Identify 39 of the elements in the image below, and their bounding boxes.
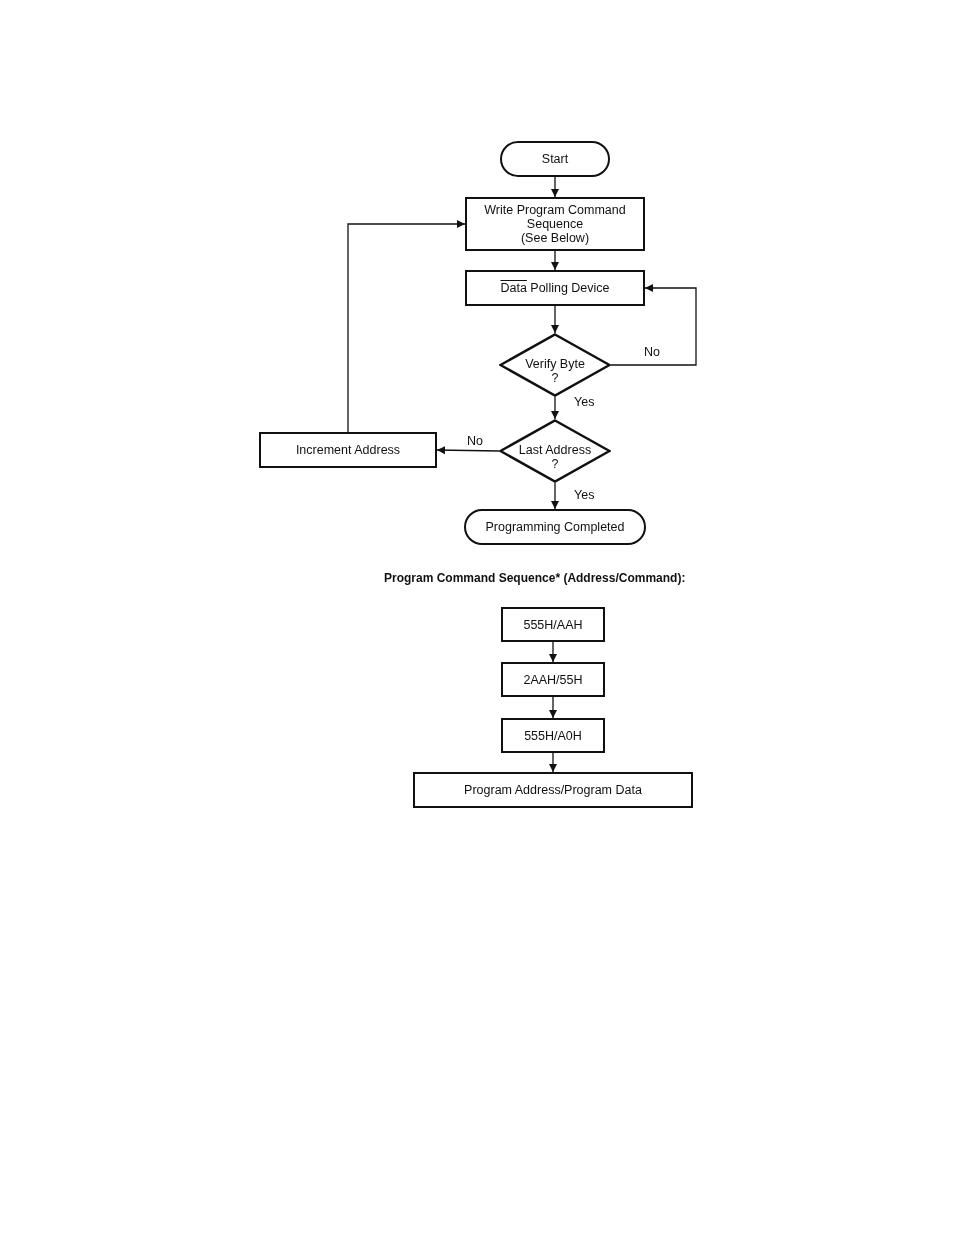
arrow <box>436 446 500 455</box>
arrow <box>551 250 559 271</box>
process-box <box>413 772 693 808</box>
process-box <box>501 718 605 753</box>
section-heading: Program Command Sequence* (Address/Command): <box>384 571 686 585</box>
arrow <box>549 641 557 663</box>
decision-diamond <box>499 419 611 483</box>
node-text: Programming Completed <box>485 520 625 534</box>
process-box <box>465 270 645 306</box>
decision-diamond <box>499 333 611 397</box>
node-text: 555H/AAH <box>523 617 583 632</box>
terminator-shape <box>500 141 610 177</box>
process-box <box>501 662 605 697</box>
node-text: Write Program Command Sequence <box>483 203 627 231</box>
process-box <box>465 197 645 251</box>
process-box <box>259 432 437 468</box>
arrow <box>347 220 466 433</box>
node-text: Program Address/Program Data <box>464 783 642 797</box>
arrow <box>610 284 697 366</box>
arrow <box>549 696 557 719</box>
edge-label: No <box>466 434 484 448</box>
arrow <box>551 176 559 198</box>
node-text: Data Polling Device <box>500 281 610 295</box>
edge-label: No <box>643 345 661 359</box>
node-text: (See Below) <box>520 231 590 245</box>
arrow <box>551 396 559 420</box>
node-text: 555H/A0H <box>524 728 582 743</box>
node-text: Last Address ? <box>517 443 593 471</box>
arrow <box>551 482 559 510</box>
edge-label: Yes <box>573 395 596 409</box>
edge-label: Yes <box>573 488 596 502</box>
process-box <box>501 607 605 642</box>
node-text: Start <box>541 152 569 166</box>
node-text: Increment Address <box>295 443 401 457</box>
arrow <box>549 752 557 773</box>
terminator-shape <box>464 509 646 545</box>
arrow <box>551 305 559 334</box>
node-text: 2AAH/55H <box>523 672 583 687</box>
node-text: Verify Byte ? <box>524 357 586 385</box>
